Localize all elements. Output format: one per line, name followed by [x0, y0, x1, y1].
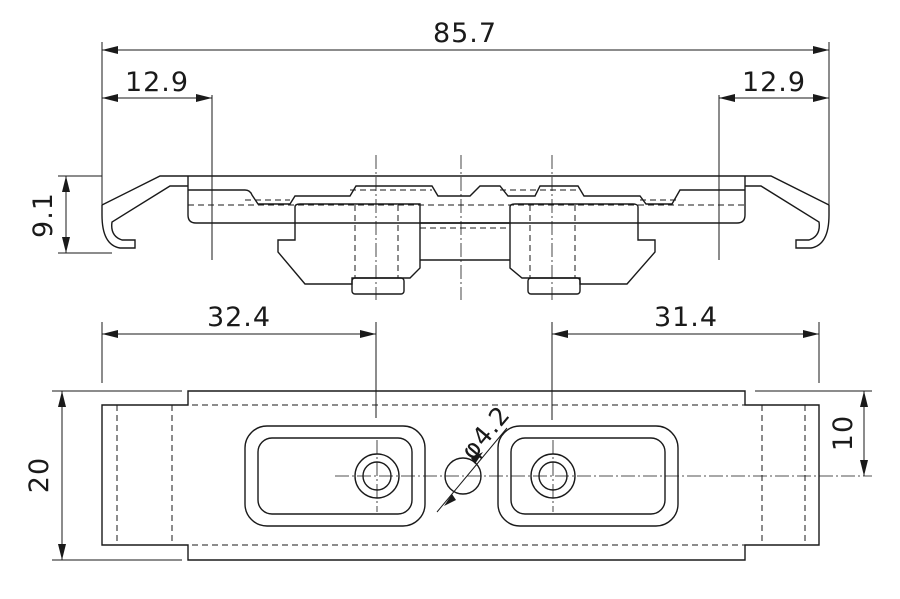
half-width-dimension: 10 [755, 390, 872, 476]
width-label: 20 [24, 457, 55, 493]
side-view: 85.7 12.9 12.9 9.1 [28, 18, 830, 300]
left-hole-offset-dimension: 32.4 [102, 302, 376, 338]
right-hole-offset-dimension: 31.4 [552, 302, 819, 338]
overall-length-label: 85.7 [433, 18, 497, 49]
plan-view: 32.4 31.4 20 10 [24, 302, 872, 561]
center-hole: φ4.2 [436, 400, 516, 513]
height-dimension: 9.1 [28, 175, 112, 254]
overall-length-dimension: 85.7 [102, 18, 829, 54]
right-hook-dimension: 12.9 [719, 67, 829, 102]
left-hook-label: 12.9 [125, 67, 189, 98]
height-label: 9.1 [28, 192, 59, 238]
hole-diameter-label: φ4.2 [455, 400, 516, 465]
rail-profile [101, 155, 830, 300]
left-hook-dimension: 12.9 [102, 67, 212, 102]
left-hole-offset-label: 32.4 [207, 302, 271, 333]
right-hole-offset-label: 31.4 [654, 302, 718, 333]
right-hook-label: 12.9 [742, 67, 806, 98]
plate-outline [101, 390, 820, 561]
width-dimension: 20 [24, 390, 182, 561]
half-width-label: 10 [828, 415, 859, 451]
